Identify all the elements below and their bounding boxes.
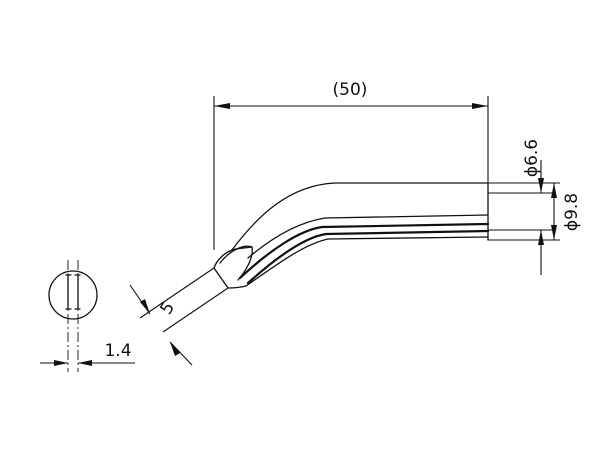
outer-diameter-label: ϕ9.8 [562, 193, 582, 231]
tip-arrow-lower [170, 342, 180, 356]
thickness-arrow-right [78, 360, 92, 366]
inner-diameter-label: ϕ6.6 [522, 139, 542, 177]
inner-arrow-bottom [538, 230, 544, 245]
outer-arrow-top [551, 183, 557, 198]
length-label: (50) [333, 80, 368, 100]
tip-extension-upper [139, 267, 215, 319]
thickness-dimension: 1.4 [40, 341, 135, 366]
tip-dim-line-lower [169, 341, 193, 366]
inner-arrow-top [538, 178, 544, 193]
tip-width-dimension: 5 [129, 267, 229, 366]
end-view-circle [48, 270, 98, 320]
tip-arrow-upper [140, 299, 150, 314]
tip-extension-lower [162, 287, 229, 333]
tip-width-label: 5 [156, 298, 179, 318]
diameter-dimensions: ϕ6.6 ϕ9.8 [488, 139, 582, 275]
tip-body [213, 182, 490, 289]
length-arrow-right [472, 103, 488, 109]
length-dimension: (50) [213, 80, 489, 250]
thickness-label: 1.4 [104, 341, 131, 361]
outer-arrow-bottom [551, 225, 557, 240]
thickness-arrow-left [54, 360, 68, 366]
length-arrow-left [214, 103, 230, 109]
end-view [48, 260, 98, 372]
